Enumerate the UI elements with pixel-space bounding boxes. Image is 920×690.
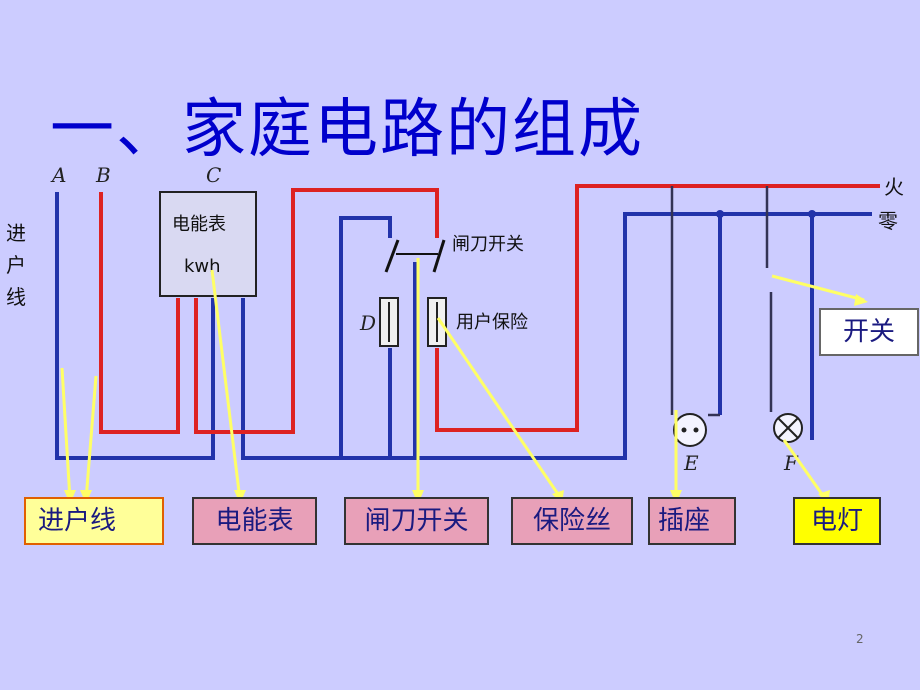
branch-wire <box>670 186 773 417</box>
label-b: B <box>95 163 111 187</box>
incoming-char-1: 进 <box>6 221 26 245</box>
neutral-label: 零 <box>878 209 898 233</box>
fuse-d-label: D <box>359 311 376 335</box>
knife-switch <box>384 239 446 273</box>
live-wire <box>99 184 880 434</box>
incoming-char-2: 户 <box>6 253 26 277</box>
meter-unit: kwh <box>184 256 221 277</box>
lamp-icon <box>773 413 803 443</box>
neutral-junction-1 <box>716 210 724 218</box>
callout-switch: 开关 <box>819 308 919 356</box>
socket-icon <box>673 413 707 447</box>
label-a: A <box>50 163 66 187</box>
neutral-junction-2 <box>808 210 816 218</box>
callout-energy-meter: 电能表 <box>192 497 317 545</box>
neutral-wire <box>55 192 872 460</box>
page-number: 2 <box>856 632 864 646</box>
knife-switch-label: 闸刀开关 <box>452 234 524 255</box>
callout-knife-switch: 闸刀开关 <box>344 497 489 545</box>
callout-lamp: 电灯 <box>793 497 881 545</box>
live-label: 火 <box>884 175 904 199</box>
label-c: C <box>206 163 221 187</box>
socket-label: E <box>683 451 699 475</box>
meter-label: 电能表 <box>172 214 226 235</box>
energy-meter <box>159 191 257 297</box>
callout-fuse-wire: 保险丝 <box>511 497 633 545</box>
fuse-d <box>379 297 399 347</box>
user-fuse <box>427 297 447 347</box>
user-fuse-label: 用户保险 <box>456 312 528 333</box>
callout-socket: 插座 <box>648 497 736 545</box>
pointers <box>60 258 865 501</box>
page-title: 一、家庭电路的组成 <box>50 93 644 167</box>
callout-incoming-line: 进户线 <box>24 497 164 545</box>
incoming-char-3: 线 <box>6 285 26 309</box>
lamp-label: F <box>783 451 799 475</box>
